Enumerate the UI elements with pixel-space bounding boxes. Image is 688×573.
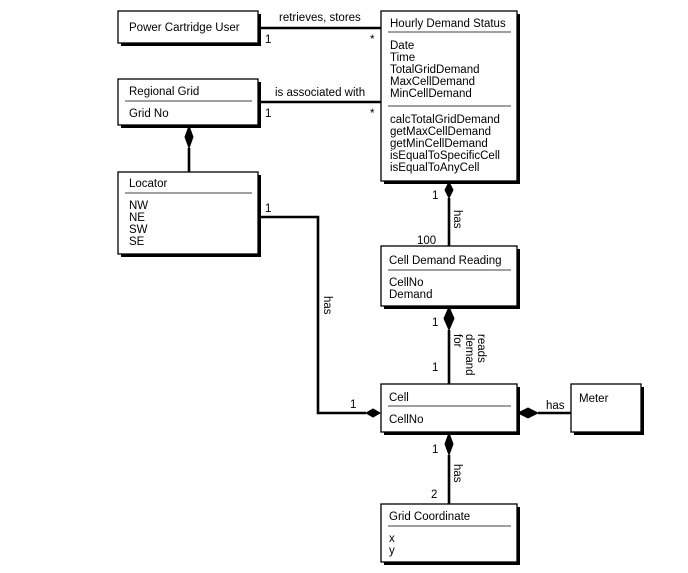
- label-user-status: retrieves, stores: [279, 12, 361, 24]
- diamond-reading-cell: [443, 305, 455, 332]
- attribute: Demand: [389, 289, 432, 301]
- label-reading-cell-line: demand: [463, 334, 475, 376]
- class-title: Meter: [579, 393, 609, 405]
- attribute: CellNo: [389, 414, 424, 426]
- attribute: CellNo: [389, 277, 424, 289]
- diamond-cell-coordinate: [444, 431, 454, 457]
- operation: getMinCellDemand: [390, 138, 488, 150]
- multiplicity: 1: [432, 362, 438, 374]
- label-cell-meter: has: [546, 400, 565, 412]
- class-hourly-demand-status[interactable]: Hourly Demand Status Date Time TotalGrid…: [380, 10, 520, 184]
- attribute: SW: [129, 224, 148, 236]
- class-regional-grid[interactable]: Regional Grid Grid No: [117, 78, 261, 128]
- association-lines: [187, 26, 571, 504]
- multiplicity: 100: [417, 235, 436, 247]
- class-meter[interactable]: Meter: [570, 383, 644, 435]
- multiplicity: 1: [265, 34, 271, 46]
- attribute: y: [389, 545, 395, 557]
- diamond-cell-meter: [516, 407, 540, 419]
- attribute: MaxCellDemand: [390, 76, 475, 88]
- class-grid-coordinate[interactable]: Grid Coordinate x y: [380, 503, 520, 565]
- class-title: Grid Coordinate: [389, 511, 470, 523]
- multiplicity: 1: [265, 108, 271, 120]
- class-cell[interactable]: Cell CellNo: [380, 383, 520, 435]
- label-locator-cell: has: [321, 296, 333, 315]
- class-locator[interactable]: Locator NW NE SW SE: [117, 171, 261, 257]
- label-reading-cell-line: for: [451, 334, 463, 348]
- class-title: Hourly Demand Status: [390, 18, 506, 30]
- multiplicity: 1: [432, 317, 438, 329]
- label-grid-status: is associated with: [275, 87, 365, 99]
- multiplicity: *: [370, 108, 375, 120]
- attribute: NW: [129, 200, 148, 212]
- multiplicity: 1: [350, 399, 356, 411]
- class-title: Cell: [389, 392, 409, 404]
- operation: isEqualToSpecificCell: [390, 150, 500, 162]
- attribute: SE: [129, 236, 145, 248]
- multiplicity: 1: [265, 203, 271, 215]
- attribute: NE: [129, 212, 145, 224]
- label-cell-coordinate: has: [451, 464, 463, 483]
- aggregation-diamonds: [184, 124, 540, 457]
- attribute: TotalGridDemand: [390, 64, 479, 76]
- diamond-grid-locator: [184, 124, 194, 150]
- class-cell-demand-reading[interactable]: Cell Demand Reading CellNo Demand: [380, 245, 520, 309]
- attribute: Grid No: [129, 108, 169, 120]
- class-title: Power Cartridge User: [129, 22, 240, 34]
- attribute: Date: [390, 40, 414, 52]
- multiplicity: 2: [431, 489, 437, 501]
- multiplicity: 1: [432, 190, 438, 202]
- label-reading-cell-line: reads: [475, 334, 487, 363]
- multiplicity: *: [370, 34, 375, 46]
- operation: isEqualToAnyCell: [390, 162, 480, 174]
- class-power-cartridge-user[interactable]: Power Cartridge User: [117, 10, 261, 46]
- operation: getMaxCellDemand: [390, 126, 491, 138]
- class-title: Cell Demand Reading: [389, 255, 502, 267]
- diamond-status-reading: [444, 180, 454, 200]
- attribute: MinCellDemand: [390, 88, 472, 100]
- attribute: x: [389, 533, 395, 545]
- multiplicity: 1: [432, 444, 438, 456]
- attribute: Time: [390, 52, 415, 64]
- operation: calcTotalGridDemand: [390, 114, 500, 126]
- label-status-reading: has: [451, 210, 463, 229]
- class-title: Locator: [129, 178, 168, 190]
- association-labels: retrieves, stores 1 * is associated with…: [265, 12, 565, 501]
- class-title: Regional Grid: [129, 86, 199, 98]
- diamond-locator-cell: [364, 408, 382, 418]
- line-locator-cell: [261, 215, 366, 415]
